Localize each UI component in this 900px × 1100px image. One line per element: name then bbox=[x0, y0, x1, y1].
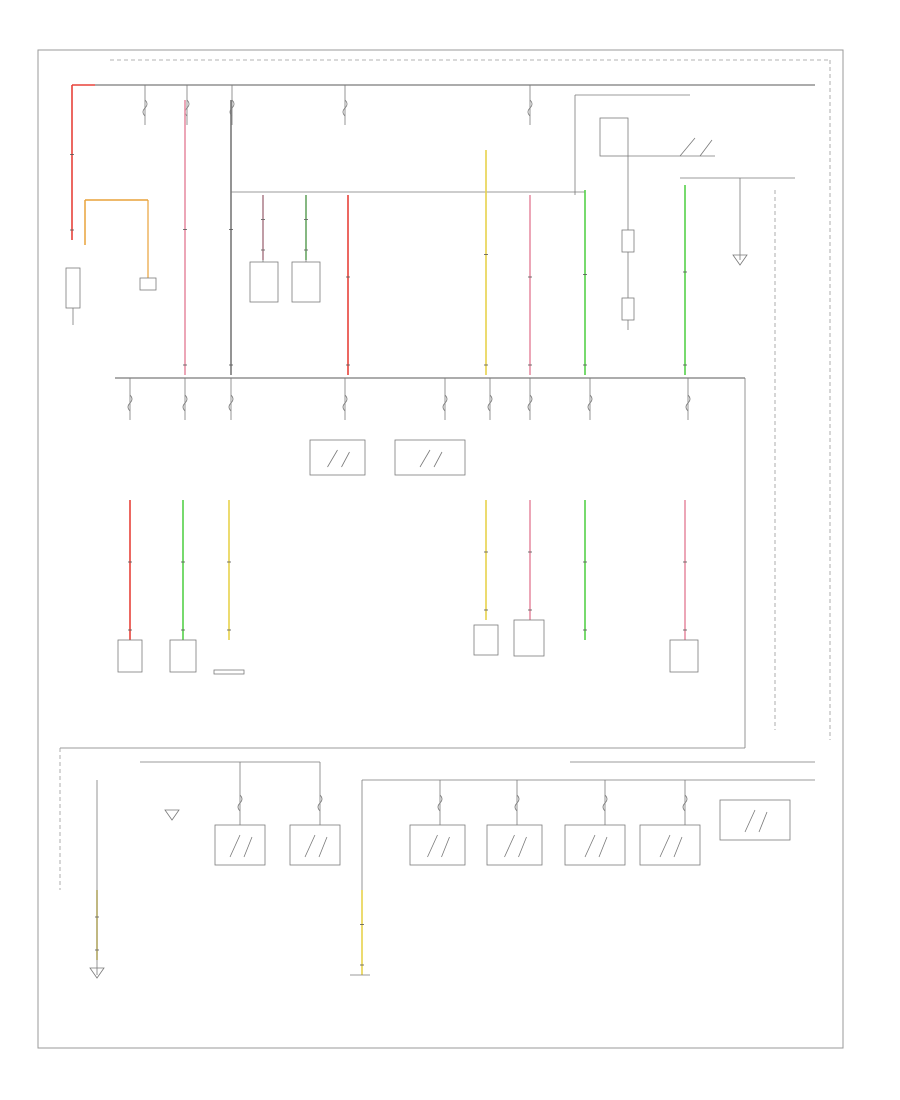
fuse-symbol bbox=[602, 794, 608, 812]
relay-contact bbox=[744, 809, 768, 833]
relay-box bbox=[309, 439, 366, 476]
relay-box bbox=[394, 439, 466, 476]
relay-box bbox=[564, 824, 626, 866]
fuse-symbol bbox=[487, 394, 493, 412]
fuse-symbol bbox=[182, 394, 188, 412]
relay-coil-1 bbox=[621, 229, 635, 253]
fuse-symbol bbox=[527, 99, 533, 117]
relay-box bbox=[486, 824, 543, 866]
relay-box bbox=[409, 824, 466, 866]
load-box bbox=[213, 669, 245, 675]
relay-contact bbox=[327, 449, 350, 468]
fuse-symbol bbox=[317, 794, 323, 812]
relay-contact bbox=[427, 834, 450, 858]
load-box bbox=[513, 619, 545, 657]
relay-contact bbox=[304, 834, 328, 858]
relay-box bbox=[719, 799, 791, 841]
load-box bbox=[473, 624, 499, 656]
relay-contact bbox=[659, 834, 683, 858]
fuse-symbol bbox=[442, 394, 448, 412]
colored-wires bbox=[70, 85, 687, 975]
load-box bbox=[669, 639, 699, 673]
battery-symbol bbox=[65, 267, 81, 309]
fuse-symbol bbox=[127, 394, 133, 412]
load-box bbox=[117, 639, 143, 673]
bottom-fuses bbox=[237, 762, 688, 825]
fuse-symbol bbox=[527, 394, 533, 412]
relay-box bbox=[639, 824, 701, 866]
fuse-symbol bbox=[437, 794, 443, 812]
fuse-symbol bbox=[142, 99, 148, 117]
ground-symbol-lower-left bbox=[89, 967, 105, 979]
fuse-symbol bbox=[237, 794, 243, 812]
relay-box bbox=[289, 824, 341, 866]
fuse-symbol bbox=[228, 394, 234, 412]
starter-connector bbox=[139, 277, 157, 291]
top-fuse-drops bbox=[142, 85, 533, 125]
diagram-frame bbox=[37, 49, 844, 1049]
ground-symbol-right bbox=[732, 254, 748, 266]
relay-contact bbox=[229, 834, 253, 858]
fuse-symbol bbox=[514, 794, 520, 812]
relay-contact bbox=[584, 834, 608, 858]
relay-contact bbox=[419, 449, 443, 468]
relay-contact bbox=[504, 834, 527, 858]
fuse-symbol bbox=[342, 99, 348, 117]
relay-box-upper bbox=[599, 117, 629, 157]
fuse-symbol bbox=[682, 794, 688, 812]
fuse-symbol bbox=[587, 394, 593, 412]
switch-left-2 bbox=[291, 261, 321, 303]
middle-fuses bbox=[127, 378, 691, 420]
fuse-symbol bbox=[685, 394, 691, 412]
load-box bbox=[169, 639, 197, 673]
ground-symbol-mid-left bbox=[164, 809, 180, 821]
fuse-symbol bbox=[342, 394, 348, 412]
relay-switches bbox=[214, 439, 791, 866]
relay-coil-2 bbox=[621, 297, 635, 321]
relay-box bbox=[214, 824, 266, 866]
load-components bbox=[117, 619, 699, 675]
switch-left-1 bbox=[249, 261, 279, 303]
relay-switch-upper bbox=[679, 137, 713, 157]
